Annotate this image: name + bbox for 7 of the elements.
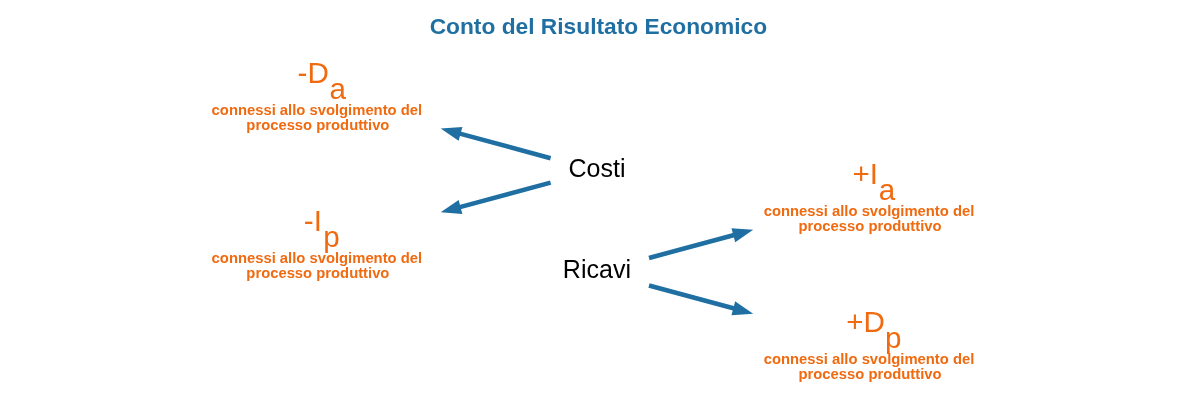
diagram-title: Conto del Risultato Economico [429,13,767,40]
node-text: Costi [568,153,626,182]
node-text: Ricavi [562,255,631,284]
arrow [647,283,753,316]
arrow [440,126,551,161]
arrow [647,228,753,261]
arrow [440,180,551,214]
